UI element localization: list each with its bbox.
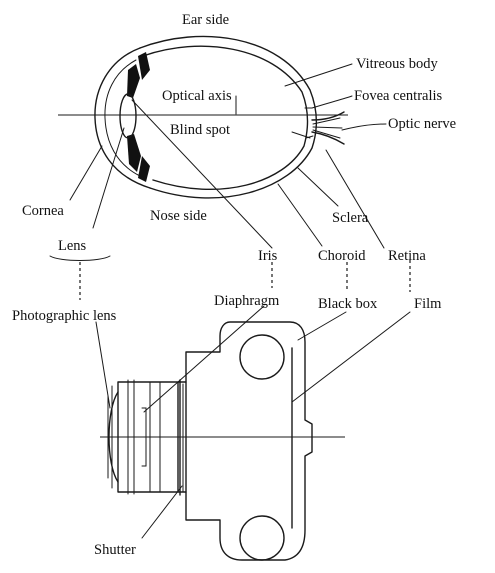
eye-iris-lower — [127, 134, 141, 172]
labels: Ear side Vitreous body Optical axis Fove… — [12, 12, 456, 558]
label-photographic-lens: Photographic lens — [12, 308, 117, 324]
leader-shutter — [142, 486, 182, 538]
label-blind-spot: Blind spot — [170, 122, 230, 138]
leader-film — [292, 312, 410, 402]
label-iris: Iris — [258, 248, 278, 264]
label-retina: Retina — [388, 248, 426, 264]
leader-black-box — [298, 312, 346, 340]
camera-top-spool — [240, 335, 284, 379]
label-cornea: Cornea — [22, 203, 64, 219]
label-sclera: Sclera — [332, 210, 369, 226]
label-nose-side: Nose side — [150, 208, 207, 224]
label-black-box: Black box — [318, 296, 378, 312]
label-optical-axis: Optical axis — [162, 88, 232, 104]
label-diaphragm: Diaphragm — [214, 293, 280, 309]
eye-sclera-outline — [140, 36, 316, 197]
label-optic-nerve: Optic nerve — [388, 116, 456, 132]
eye-choroid-outline — [143, 46, 308, 189]
camera-bottom-spool — [240, 516, 284, 560]
leader-optic-nerve — [342, 124, 386, 130]
leader-choroid — [278, 184, 322, 246]
lens-label-brace — [50, 256, 110, 261]
eye-ciliary-upper — [138, 52, 150, 80]
leader-retina — [326, 150, 384, 248]
camera-drawing — [100, 322, 345, 560]
eye-optic-nerve-fibers — [313, 118, 342, 138]
label-ear-side: Ear side — [182, 12, 229, 28]
label-choroid: Choroid — [318, 248, 366, 264]
label-fovea-centralis: Fovea centralis — [354, 88, 443, 104]
label-shutter: Shutter — [94, 542, 136, 558]
leader-vitreous-body — [285, 64, 352, 86]
eye-iris-upper — [127, 64, 140, 98]
eye-lens — [120, 94, 136, 138]
label-film: Film — [414, 296, 442, 312]
leader-sclera — [298, 168, 338, 206]
label-vitreous-body: Vitreous body — [356, 56, 438, 72]
leader-cornea — [70, 146, 102, 200]
label-lens: Lens — [58, 238, 87, 254]
leader-photographic-lens — [96, 322, 110, 408]
leader-diaphragm — [144, 306, 264, 412]
leader-fovea-centralis — [312, 96, 352, 108]
leader-lens — [93, 128, 124, 228]
